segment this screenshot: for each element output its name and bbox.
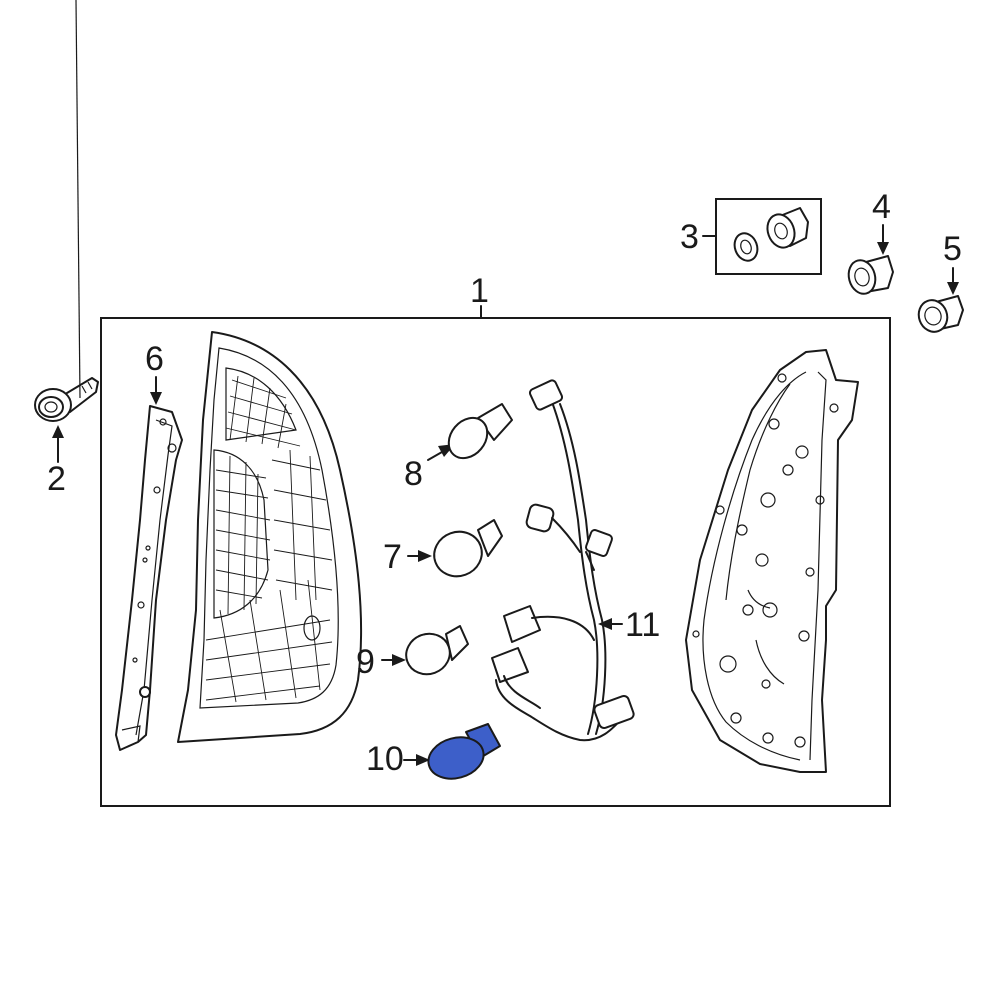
part-2-screw[interactable] xyxy=(34,0,99,422)
callout-9[interactable]: 9 xyxy=(356,643,406,681)
callout-6-label: 6 xyxy=(145,340,164,378)
tail-lamp-housing xyxy=(685,349,859,773)
callout-10-label: 10 xyxy=(366,740,404,778)
part-8-bulb[interactable] xyxy=(441,403,513,466)
callout-1-label: 1 xyxy=(470,272,489,310)
callout-8[interactable]: 8 xyxy=(404,444,455,493)
callout-8-label: 8 xyxy=(404,455,423,493)
callout-4-label: 4 xyxy=(872,188,891,226)
callout-3[interactable]: 3 xyxy=(680,218,717,256)
callout-5-label: 5 xyxy=(943,230,962,268)
part-11-wiring-harness[interactable] xyxy=(491,379,635,742)
callout-10[interactable]: 10 xyxy=(366,740,430,778)
part-4-grommet[interactable] xyxy=(845,255,894,297)
part-7-bulb[interactable] xyxy=(428,519,503,583)
part-5-grommet[interactable] xyxy=(914,295,964,336)
callout-3-label: 3 xyxy=(680,218,699,256)
callout-9-label: 9 xyxy=(356,643,375,681)
part-3-grommet-kit[interactable] xyxy=(715,198,822,275)
part-6-trim-strip[interactable] xyxy=(115,405,183,751)
callout-2-label: 2 xyxy=(47,460,66,498)
callout-2[interactable]: 2 xyxy=(47,425,66,498)
callout-7[interactable]: 7 xyxy=(383,538,432,576)
callout-1[interactable]: 1 xyxy=(470,272,489,319)
callout-4[interactable]: 4 xyxy=(872,188,891,255)
assembly-frame xyxy=(100,317,891,807)
callout-6[interactable]: 6 xyxy=(145,340,164,405)
callout-11-label: 11 xyxy=(625,606,660,644)
tail-lamp-lens xyxy=(177,331,363,743)
callout-11[interactable]: 11 xyxy=(598,606,660,644)
callout-7-label: 7 xyxy=(383,538,402,576)
part-10-bulb[interactable] xyxy=(424,723,501,785)
callout-5[interactable]: 5 xyxy=(943,230,962,295)
part-9-bulb[interactable] xyxy=(400,625,469,680)
